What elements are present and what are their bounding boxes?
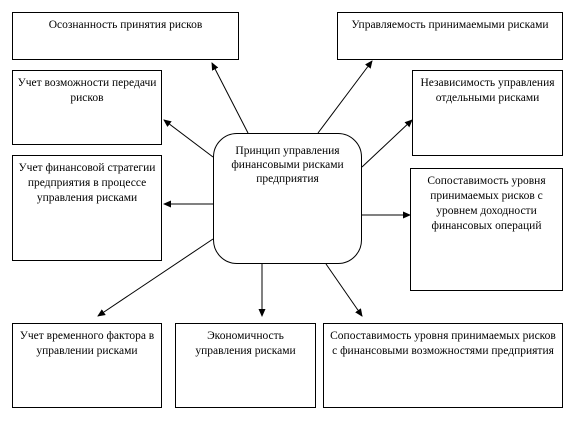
- arrow-to-manageability: [317, 60, 373, 134]
- box-time-factor: Учет временного фактора в управлении рис…: [12, 323, 162, 408]
- box-risk-transfer-label: Учет возможности передачи рисков: [17, 77, 157, 104]
- arrow-to-time-factor: [97, 238, 214, 317]
- box-time-factor-label: Учет временного фактора в управлении рис…: [19, 330, 155, 357]
- box-comparability-capabilities: Сопоставимость уровня принимаемых рисков…: [323, 323, 563, 408]
- box-financial-strategy-label: Учет финансовой стратегии предприятия в …: [18, 162, 156, 204]
- box-financial-strategy: Учет финансовой стратегии предприятия в …: [12, 155, 162, 261]
- arrow-to-risk-transfer: [163, 119, 214, 158]
- box-economy-label: Экономичность управления рисками: [195, 330, 296, 357]
- center-principle-box: Принцип управления финансовыми рисками п…: [213, 133, 362, 264]
- box-manageability-label: Управляемость принимаемыми рисками: [351, 19, 549, 31]
- box-comparability-returns: Сопоставимость уровня принимаемых рисков…: [410, 168, 563, 291]
- center-principle-label: Принцип управления финансовыми рисками п…: [231, 145, 344, 185]
- box-comparability-capabilities-label: Сопоставимость уровня принимаемых рисков…: [330, 330, 556, 357]
- arrow-to-awareness: [211, 62, 249, 134]
- box-comparability-returns-label: Сопоставимость уровня принимаемых рисков…: [427, 175, 546, 232]
- box-independence: Независимость управления отдельными риск…: [412, 70, 563, 156]
- box-awareness-label: Осознанность принятия рисков: [48, 19, 203, 31]
- box-manageability: Управляемость принимаемыми рисками: [337, 12, 563, 60]
- box-awareness: Осознанность принятия рисков: [12, 12, 239, 60]
- arrow-to-independence: [361, 119, 413, 168]
- box-risk-transfer: Учет возможности передачи рисков: [12, 70, 162, 145]
- arrow-to-comparability-capabilities: [325, 263, 363, 317]
- box-independence-label: Независимость управления отдельными риск…: [420, 77, 555, 104]
- box-economy: Экономичность управления рисками: [175, 323, 316, 408]
